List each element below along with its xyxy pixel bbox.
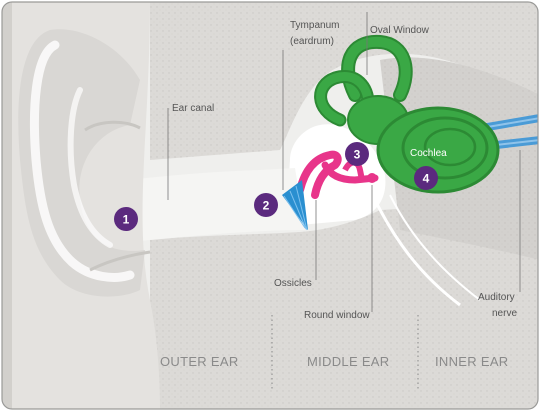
label-round-window: Round window — [304, 310, 370, 321]
ossicles — [296, 150, 379, 199]
label-tympanum-line1: Tympanum — [290, 20, 339, 31]
badge-3: 3 — [345, 142, 369, 166]
label-ear-canal: Ear canal — [172, 103, 214, 114]
badge-2: 2 — [254, 193, 278, 217]
svg-text:1: 1 — [123, 213, 130, 227]
label-cochlea: Cochlea — [410, 148, 447, 159]
section-middle-ear: MIDDLE EAR — [307, 354, 389, 369]
svg-text:2: 2 — [263, 199, 270, 213]
section-inner-ear: INNER EAR — [435, 354, 509, 369]
label-tympanum-line2: (eardrum) — [290, 36, 334, 47]
badge-4: 4 — [414, 166, 438, 190]
semicircular-canals — [314, 34, 413, 145]
cochlea — [376, 106, 500, 194]
label-oval-window: Oval Window — [370, 25, 430, 36]
leader-lines — [167, 12, 521, 312]
pinna-antihelix — [67, 87, 113, 248]
svg-text:3: 3 — [354, 148, 361, 162]
section-outer-ear: OUTER EAR — [160, 354, 239, 369]
tympanum — [282, 180, 308, 231]
badge-1: 1 — [114, 207, 138, 231]
label-ossicles: Ossicles — [274, 278, 312, 289]
label-auditory-line2: nerve — [492, 308, 517, 319]
pinna-helix — [29, 40, 135, 282]
svg-text:4: 4 — [423, 172, 430, 186]
label-auditory-line1: Auditory — [478, 292, 515, 303]
